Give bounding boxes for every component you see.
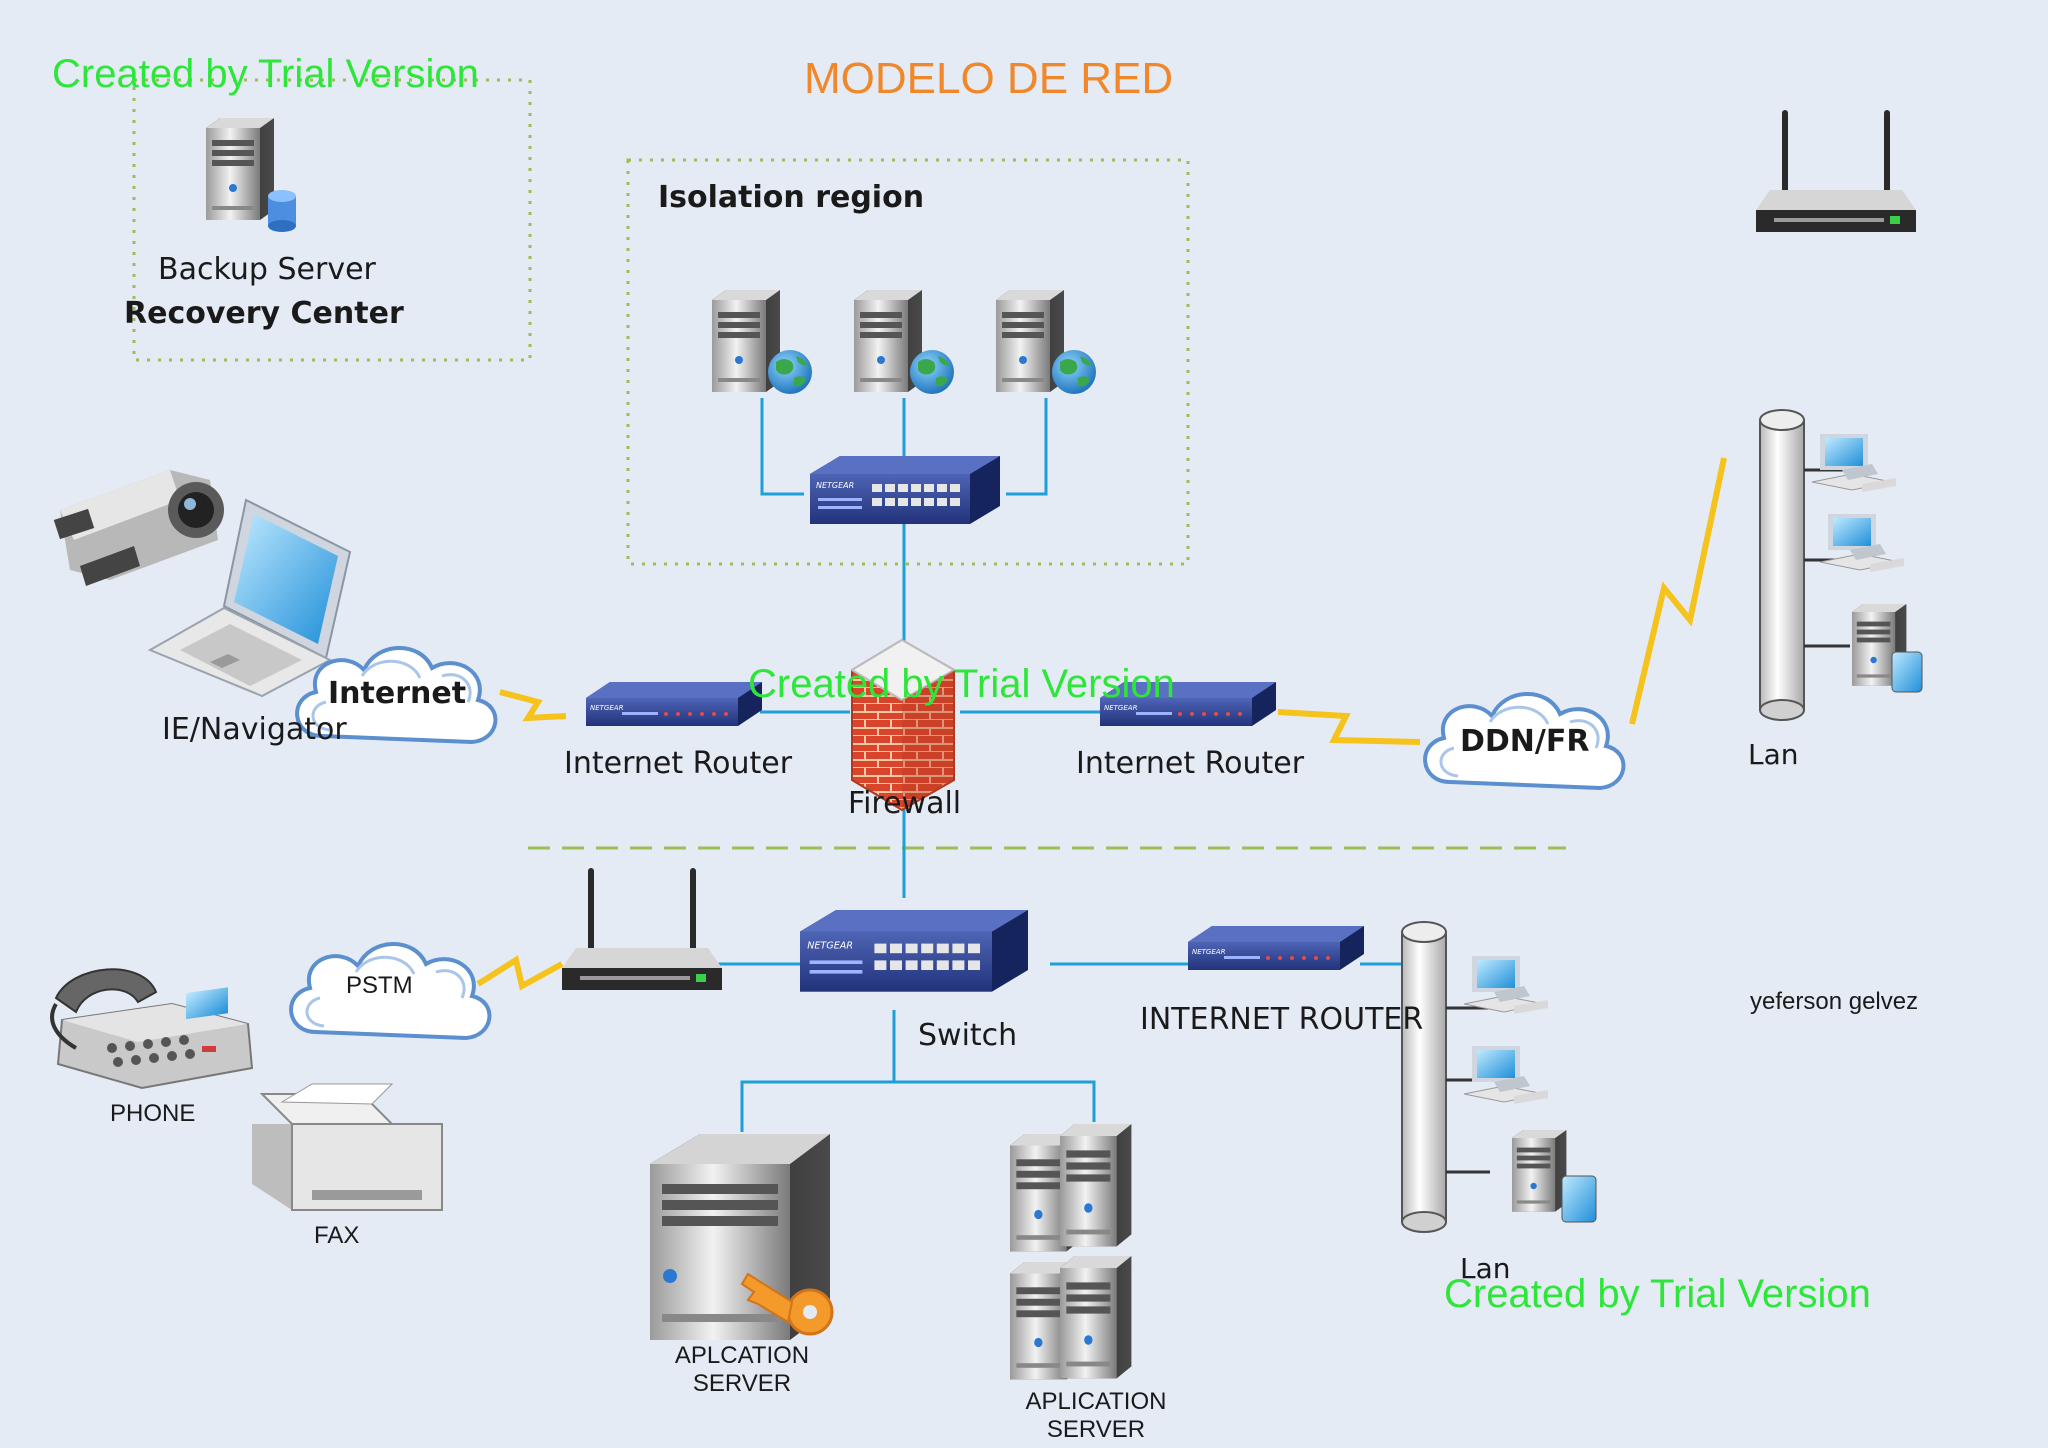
fax-label: FAX xyxy=(314,1222,360,1249)
lan-backbone-icon xyxy=(1401,921,1490,1233)
diagram-title: MODELO DE RED xyxy=(804,54,1174,103)
key-icon xyxy=(740,1272,834,1336)
globe-icon xyxy=(768,350,812,394)
switch-label: Switch xyxy=(918,1018,1018,1053)
internet-router-right-label: Internet Router xyxy=(1076,746,1305,781)
desktop-computer-icon xyxy=(1463,1045,1549,1105)
network-switch-icon xyxy=(810,456,1000,524)
desktop-computer-icon xyxy=(1819,513,1905,573)
wireless-router-icon xyxy=(1756,110,1916,232)
isolation-region-zone xyxy=(626,158,1190,566)
app-server-right-label: APLICATION SERVER xyxy=(1025,1388,1167,1443)
laptop-icon xyxy=(147,498,352,698)
app-server-left-label: APLCATION SERVER xyxy=(674,1342,810,1397)
firewall-icon xyxy=(850,638,957,812)
phone-label: PHONE xyxy=(110,1100,196,1127)
internet-router-left-label: Internet Router xyxy=(564,746,793,781)
internet-router-lower-label: INTERNET ROUTER xyxy=(1140,1002,1424,1037)
watermark: Created by Trial Version xyxy=(52,52,479,96)
application-server-icon xyxy=(650,1134,830,1340)
main-switch-icon xyxy=(800,910,1028,992)
backup-server-label: Backup Server xyxy=(158,252,376,287)
application-server-cluster-icon xyxy=(1009,1124,1132,1380)
lan-top-label: Lan xyxy=(1748,738,1799,771)
ddn-cloud-label: DDN/FR xyxy=(1460,724,1590,759)
watermark: Created by Trial Version xyxy=(1444,1272,1871,1316)
desktop-computer-icon xyxy=(1811,433,1897,493)
camcorder-icon xyxy=(53,470,224,586)
wireless-router-icon xyxy=(562,868,722,990)
recovery-center-label: Recovery Center xyxy=(124,296,404,331)
recovery-center-zone xyxy=(132,78,532,362)
server-icon xyxy=(1512,1130,1567,1212)
lan-bottom-label: Lan xyxy=(1460,1252,1511,1285)
pstm-cloud-label: PSTM xyxy=(346,972,413,999)
monitor-icon xyxy=(1891,651,1923,693)
isolation-region-label: Isolation region xyxy=(658,180,925,215)
watermark: Created by Trial Version xyxy=(748,662,1175,706)
globe-icon xyxy=(910,350,954,394)
lightning-link-icon xyxy=(476,457,1727,991)
firewall-label: Firewall xyxy=(848,786,962,821)
author-label: yeferson gelvez xyxy=(1750,988,1919,1015)
internet-router-lower-icon xyxy=(1188,926,1364,970)
phone-icon xyxy=(50,968,254,1090)
globe-icon xyxy=(1052,350,1096,394)
ie-navigator-label: IE/Navigator xyxy=(162,712,347,747)
internet-router-left-icon xyxy=(586,682,762,726)
database-icon xyxy=(268,190,296,232)
desktop-computer-icon xyxy=(1463,955,1549,1015)
network-links xyxy=(600,398,1404,1132)
internet-cloud-label: Internet xyxy=(328,676,467,711)
backup-server-icon xyxy=(206,118,274,220)
monitor-icon xyxy=(1561,1175,1597,1223)
fax-icon xyxy=(252,1083,443,1211)
